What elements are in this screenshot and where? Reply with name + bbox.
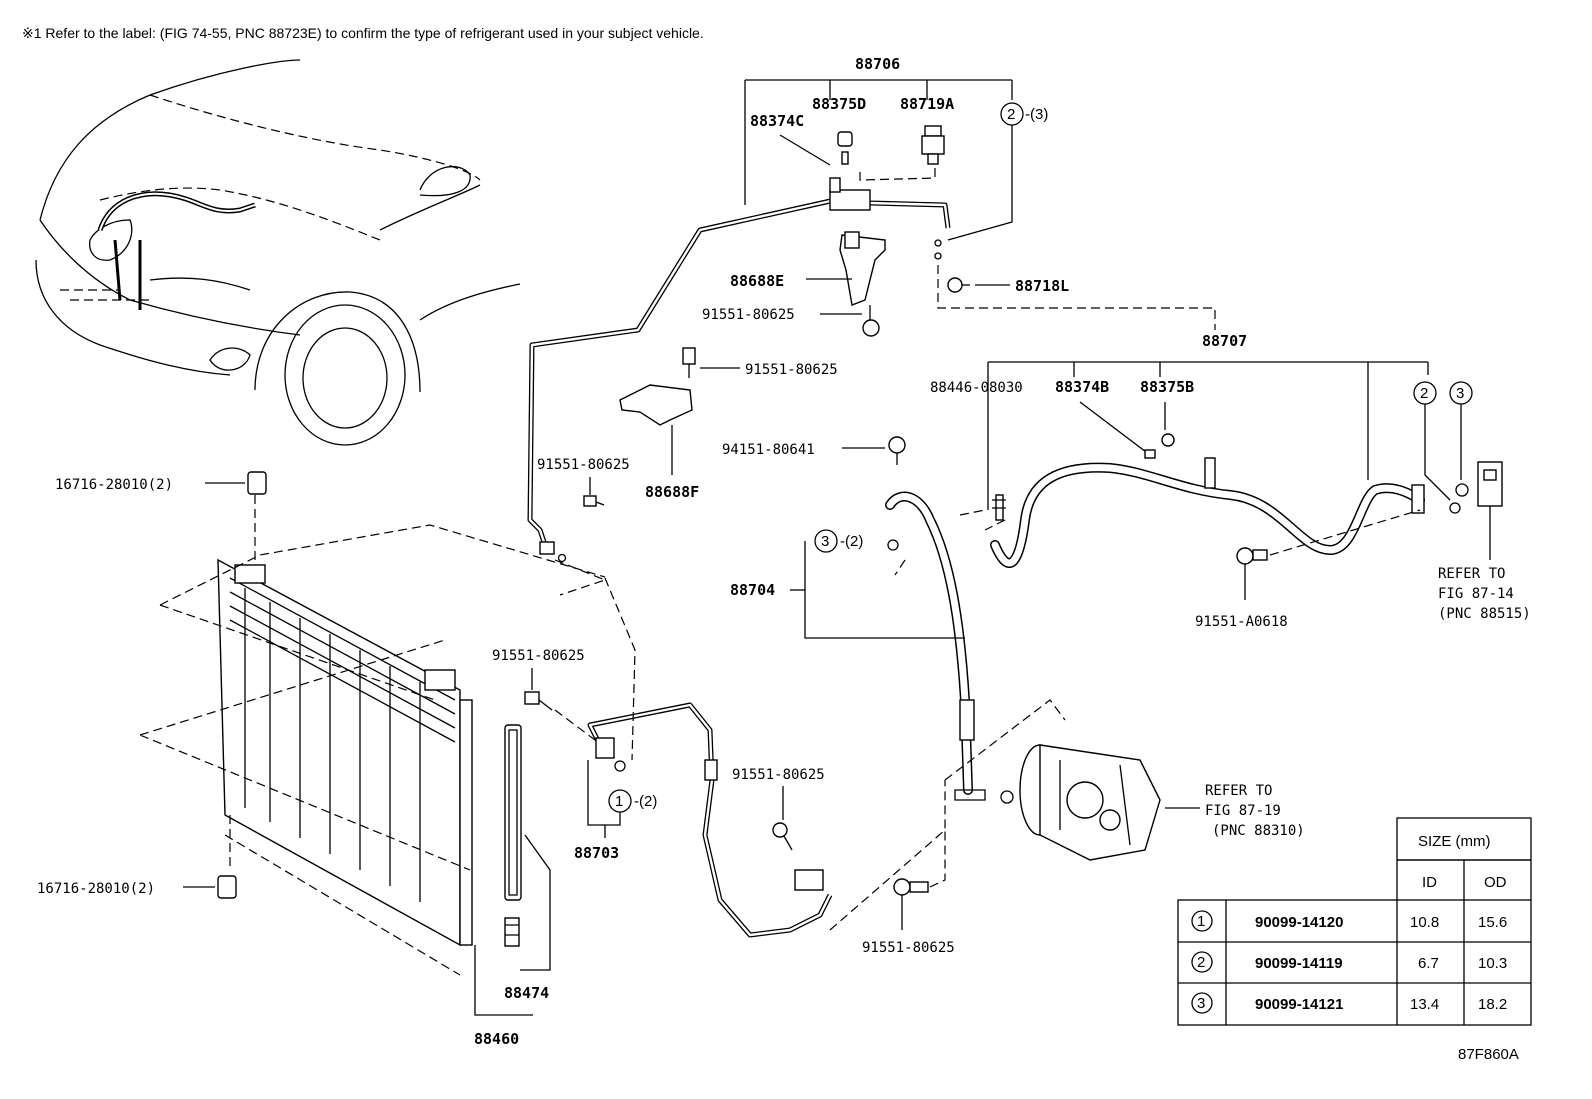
figure-id: 87F860A xyxy=(1458,1046,1519,1063)
label-16716-28010-bot: 16716-28010(2) xyxy=(37,881,155,897)
bolt-91551-80625-f[interactable] xyxy=(893,878,929,896)
cushion-16716-28010-bot[interactable] xyxy=(217,875,237,899)
label-88704: 88704 xyxy=(730,581,775,599)
cap-88375D[interactable] xyxy=(837,131,853,165)
refrigerant-note: ※1 Refer to the label: (FIG 74-55, PNC 8… xyxy=(22,25,704,41)
bolt-91551-80625-e[interactable] xyxy=(772,822,793,851)
row1-part: 90099-14120 xyxy=(1255,914,1343,931)
label-91551-80625-c: 91551-80625 xyxy=(537,457,630,473)
callout-1-qty: -(2) xyxy=(634,793,657,810)
valve-88446-08030[interactable] xyxy=(992,494,1006,521)
ref-fig87-19-line2: FIG 87-19 xyxy=(1205,803,1281,819)
vehicle-front-illustration xyxy=(35,59,521,446)
bolt-91551-A0618[interactable] xyxy=(1236,547,1268,565)
label-88374C: 88374C xyxy=(750,112,804,130)
size-table: SIZE (mm) ID OD 1 90099-14120 10.8 15.6 … xyxy=(1177,817,1532,1026)
suction-hose-88707[interactable] xyxy=(990,457,1425,569)
svg-text:1: 1 xyxy=(615,793,623,810)
label-88703: 88703 xyxy=(574,844,619,862)
row3-key: 3 xyxy=(1197,995,1205,1012)
bolt-91551-80625-c[interactable] xyxy=(583,495,605,507)
label-16716-28010-top: 16716-28010(2) xyxy=(55,477,173,493)
row1-id: 10.8 xyxy=(1410,914,1439,931)
label-88375D: 88375D xyxy=(812,95,866,113)
discharge-pipe-88706[interactable] xyxy=(527,177,951,563)
expansion-valve[interactable] xyxy=(1477,461,1503,507)
label-88688E: 88688E xyxy=(730,272,784,290)
ref-fig87-14-line1: REFER TO xyxy=(1438,566,1505,582)
row2-part: 90099-14119 xyxy=(1255,955,1343,972)
row2-key: 2 xyxy=(1197,954,1205,971)
label-88474: 88474 xyxy=(504,984,549,1002)
label-88688F: 88688F xyxy=(645,483,699,501)
label-88719A: 88719A xyxy=(900,95,954,113)
cushion-16716-28010-top[interactable] xyxy=(247,471,267,495)
svg-text:2: 2 xyxy=(1007,106,1015,123)
row2-id: 6.7 xyxy=(1418,955,1439,972)
row1-key: 1 xyxy=(1197,913,1205,930)
bracket-88688F[interactable] xyxy=(619,347,696,426)
receiver-88474[interactable] xyxy=(504,724,522,947)
label-88706: 88706 xyxy=(855,55,900,73)
cap-88375B[interactable] xyxy=(1144,433,1175,459)
label-88707: 88707 xyxy=(1202,332,1247,350)
label-91551-80625-f: 91551-80625 xyxy=(862,940,955,956)
label-91551-80625-b: 91551-80625 xyxy=(745,362,838,378)
ref-fig87-19-line1: REFER TO xyxy=(1205,783,1272,799)
ref-fig87-14-line2: FIG 87-14 xyxy=(1438,586,1514,602)
bolt-88688E[interactable] xyxy=(862,305,880,337)
clip-88718L[interactable] xyxy=(947,277,970,293)
ref-fig87-14-line3: (PNC 88515) xyxy=(1438,606,1531,622)
size-header: SIZE (mm) xyxy=(1418,833,1491,850)
ref-fig87-19-line3: (PNC 88310) xyxy=(1212,823,1305,839)
label-91551-80625-d: 91551-80625 xyxy=(492,648,585,664)
row3-id: 13.4 xyxy=(1410,996,1439,1013)
row2-od: 10.3 xyxy=(1478,955,1507,972)
bracket-88688E[interactable] xyxy=(839,231,886,306)
label-88374B: 88374B xyxy=(1055,378,1109,396)
callout-2-qty: -(3) xyxy=(1025,106,1048,123)
col-id: ID xyxy=(1422,874,1437,891)
label-88446-08030: 88446-08030 xyxy=(930,380,1023,396)
nut-94151-80641[interactable] xyxy=(888,436,906,465)
svg-text:3: 3 xyxy=(821,533,829,550)
label-88718L: 88718L xyxy=(1015,277,1069,295)
label-88460: 88460 xyxy=(474,1030,519,1048)
label-94151-80641: 94151-80641 xyxy=(722,442,815,458)
row1-od: 15.6 xyxy=(1478,914,1507,931)
label-88375B: 88375B xyxy=(1140,378,1194,396)
row3-part: 90099-14121 xyxy=(1255,996,1343,1013)
label-91551-A0618: 91551-A0618 xyxy=(1195,614,1288,630)
svg-text:3: 3 xyxy=(1456,385,1464,402)
liquid-pipe-88703[interactable] xyxy=(587,702,833,938)
col-od: OD xyxy=(1484,874,1507,891)
discharge-hose-88704[interactable] xyxy=(885,491,986,801)
condenser-88460[interactable] xyxy=(217,558,473,947)
pressure-switch-88719A[interactable] xyxy=(921,125,945,165)
svg-text:2: 2 xyxy=(1420,385,1428,402)
callout-3-qty: -(2) xyxy=(840,533,863,550)
label-91551-80625-e: 91551-80625 xyxy=(732,767,825,783)
bolt-91551-80625-d[interactable] xyxy=(524,691,553,711)
compressor[interactable] xyxy=(1019,744,1161,861)
row3-od: 18.2 xyxy=(1478,996,1507,1013)
callout-3-mid xyxy=(814,529,838,553)
label-91551-80625-a: 91551-80625 xyxy=(702,307,795,323)
